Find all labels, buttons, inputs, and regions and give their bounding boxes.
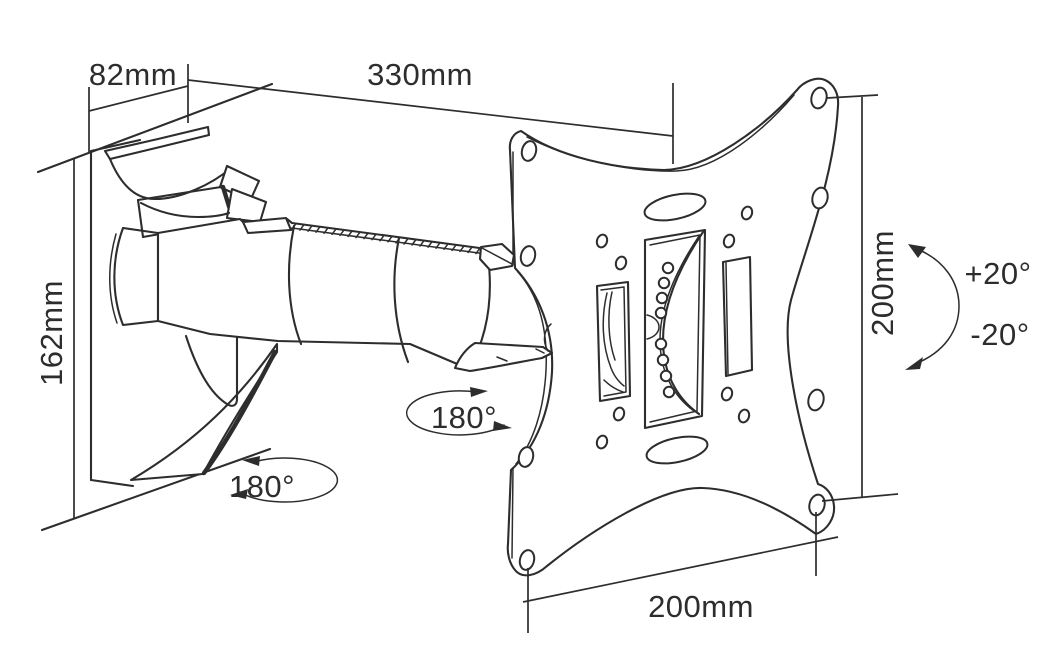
mount-hole: [811, 186, 829, 210]
dim-line-330: [187, 79, 674, 137]
mount-hole: [518, 549, 536, 571]
tilt-arrow-up-icon: [908, 244, 926, 258]
dim-200mm-vertical-label: 200mm: [865, 230, 900, 336]
arm-tube: [156, 217, 491, 371]
dim-200mm-horizontal-label: 200mm: [648, 589, 754, 624]
mount-hole: [808, 493, 826, 517]
tube-section-ring: [393, 236, 410, 364]
saddle-clamp: [103, 125, 268, 239]
arm-collar: [109, 226, 160, 327]
swivel-arrow-icon: [470, 387, 488, 397]
tilt-down-label: -20°: [970, 317, 1029, 352]
dimension-left: 162mm: [34, 158, 75, 519]
mount-hole: [810, 86, 828, 110]
base-swivel-label: 180°: [229, 469, 295, 504]
swivel-ellipse: [406, 390, 505, 436]
mount-hole: [520, 140, 538, 162]
wall-edges: [36, 82, 274, 532]
swivel-ellipse: [239, 457, 339, 503]
swivel-arrow-icon: [493, 421, 512, 431]
dim-line-200h: [522, 536, 839, 603]
swivel-arrow-icon: [242, 456, 260, 466]
ratchet-tab: [241, 216, 293, 235]
hinge-lower-bracket: [453, 341, 554, 373]
arm-swivel-annotation: 180°: [406, 387, 512, 436]
pivot-knuckle: [184, 331, 239, 407]
pilot-holes: [595, 205, 754, 450]
mount-hole: [517, 446, 535, 468]
vesa-plate-outline: [506, 77, 840, 577]
tube-section-ring: [287, 224, 303, 346]
swivel-arrow-icon: [230, 489, 248, 499]
tilt-arrow-down-icon: [905, 357, 923, 370]
dimension-bottom: 200mm: [522, 512, 839, 633]
hinge-top-tab: [478, 242, 516, 272]
dim-330mm-label: 330mm: [367, 57, 473, 92]
extension-tick: [826, 94, 879, 99]
pivot-boss: [543, 323, 552, 352]
vesa-holes-right: [807, 86, 829, 517]
tilt-arc: [914, 248, 960, 365]
dim-82mm-label: 82mm: [89, 57, 177, 92]
tilt-up-label: +20°: [965, 256, 1032, 291]
oval-slot-bottom: [645, 435, 709, 465]
ratchet-window: [643, 228, 707, 430]
mount-hole: [519, 245, 537, 267]
tilt-annotation: +20° -20°: [905, 244, 1031, 370]
dim-line-82: [88, 85, 189, 112]
vesa-plate: [506, 77, 840, 577]
extension-arm: [156, 216, 491, 371]
wall-top-edge: [36, 82, 274, 174]
plate-hinge: [453, 242, 554, 373]
lock-lever-slot: [595, 280, 632, 403]
cable-slot: [721, 255, 754, 378]
extension-tick: [821, 493, 899, 502]
dim-162mm-label: 162mm: [34, 280, 69, 386]
ratchet-balls: [654, 261, 676, 399]
mount-hole: [807, 388, 825, 412]
swivel-base-cover: [129, 342, 279, 482]
base-swivel-annotation: 180°: [229, 456, 339, 504]
wall-plate: [89, 138, 142, 488]
wall-bottom-edge: [40, 447, 272, 532]
dimension-top: 82mm 330mm: [88, 57, 674, 164]
oval-slot-top: [643, 192, 707, 222]
vesa-holes-left: [517, 140, 538, 571]
dimension-right: 200mm: [821, 94, 900, 502]
arm-swivel-label: 180°: [431, 400, 497, 435]
